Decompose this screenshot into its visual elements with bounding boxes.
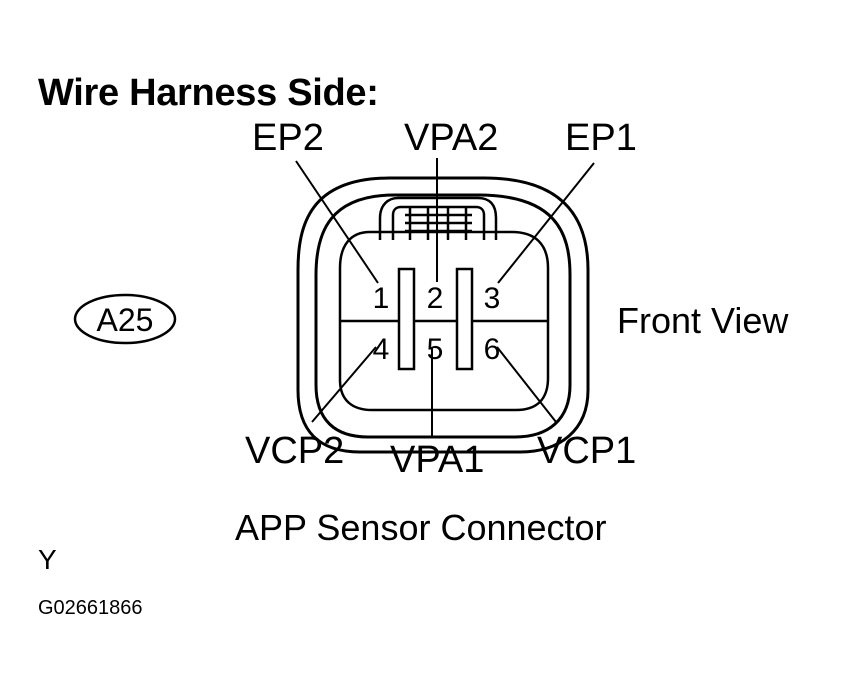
front-view-label: Front View <box>617 300 789 341</box>
pin-label-vpa1: VPA1 <box>390 439 485 481</box>
pin-number-6: 6 <box>484 333 501 366</box>
pin-label-ep1: EP1 <box>565 117 637 159</box>
pin-label-ep2: EP2 <box>252 117 324 159</box>
diagram-title: Wire Harness Side: <box>38 72 379 114</box>
pin-number-2: 2 <box>427 282 444 315</box>
pin-number-3: 3 <box>484 282 501 315</box>
pin-label-vcp2: VCP2 <box>245 430 345 472</box>
figure-code: G02661866 <box>38 597 143 619</box>
pin-label-vpa2: VPA2 <box>404 117 499 159</box>
connector-name: APP Sensor Connector <box>235 507 607 548</box>
connector-code-badge: A25 <box>73 293 177 345</box>
pin-number-1: 1 <box>373 282 390 315</box>
connector-housing <box>296 176 590 454</box>
connector-code: A25 <box>97 302 154 338</box>
pin-number-5: 5 <box>427 333 444 366</box>
pin-label-vcp1: VCP1 <box>537 430 637 472</box>
key-bars <box>397 267 474 371</box>
leader-lines <box>295 158 595 438</box>
color-code: Y <box>38 544 57 575</box>
pin-number-4: 4 <box>373 333 390 366</box>
